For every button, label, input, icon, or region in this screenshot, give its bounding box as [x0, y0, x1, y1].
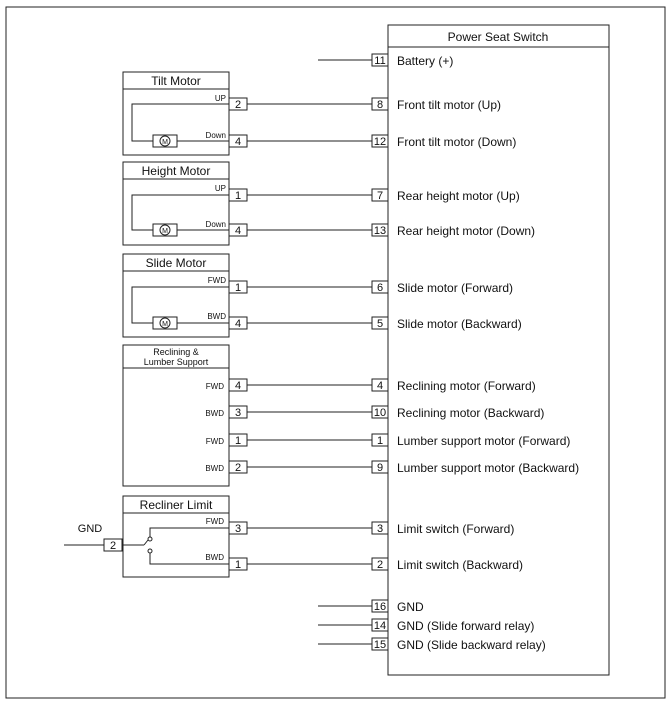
slide-pin-fwd: 1	[235, 282, 241, 294]
switch-pin-row: 3 Limit switch (Forward)	[371, 521, 514, 536]
tilt-pin-down: 4	[235, 136, 241, 148]
switch-pin-number: 12	[374, 136, 386, 148]
reclining-lumber-block: Reclining & Lumber Support FWD 4 BWD 3 F…	[122, 344, 248, 487]
switch-pin-label: Front tilt motor (Up)	[397, 98, 501, 112]
motor-icon: M	[152, 223, 178, 237]
tilt-pin-up: 2	[235, 99, 241, 111]
switch-pin-label: GND (Slide forward relay)	[397, 619, 534, 633]
switch-pin-label: Slide motor (Forward)	[397, 281, 513, 295]
recliner-limit-block: Recliner Limit FWD BWD 3 1 GND 2	[78, 495, 248, 578]
switch-pin-number: 13	[374, 225, 386, 237]
reclining-pin-number: 4	[235, 380, 241, 392]
height-up-label: UP	[215, 184, 226, 193]
switch-pin-label: Lumber support motor (Forward)	[397, 434, 570, 448]
slide-motor-block: Slide Motor FWD BWD M 1 4	[122, 253, 248, 338]
switch-pin-row: 10 Reclining motor (Backward)	[371, 405, 544, 420]
motor-symbol: M	[162, 321, 168, 328]
switch-pin-number: 8	[377, 99, 383, 111]
switch-pin-row: 2 Limit switch (Backward)	[371, 557, 523, 572]
height-motor-title: Height Motor	[142, 164, 211, 178]
reclining-pin-label: BWD	[205, 464, 224, 473]
switch-pin-row: 9 Lumber support motor (Backward)	[371, 460, 579, 475]
switch-pin-row: 6 Slide motor (Forward)	[371, 280, 513, 295]
height-motor-block: Height Motor UP Down M 1 4	[122, 161, 248, 246]
motor-icon: M	[152, 134, 178, 148]
switch-pin-number: 15	[374, 639, 386, 651]
switch-pin-label: Slide motor (Backward)	[397, 317, 522, 331]
reclining-title-line1: Reclining &	[153, 347, 199, 357]
switch-pin-label: Reclining motor (Backward)	[397, 406, 544, 420]
limit-bwd-label: BWD	[205, 553, 224, 562]
switch-pin-row: 14 GND (Slide forward relay)	[371, 618, 534, 633]
switch-pin-number: 10	[374, 407, 386, 419]
tilt-motor-block: Tilt Motor UP Down M 2 4	[122, 71, 248, 156]
limit-switch-icon	[122, 527, 229, 565]
switch-pin-number: 5	[377, 318, 383, 330]
switch-pin-row: 16 GND	[371, 599, 424, 614]
switch-pin-number: 7	[377, 190, 383, 202]
switch-pin-number: 1	[377, 435, 383, 447]
reclining-pin-number: 2	[235, 462, 241, 474]
switch-pin-row: 8 Front tilt motor (Up)	[371, 97, 501, 112]
switch-pin-label: Battery (+)	[397, 54, 453, 68]
switch-pin-row: 11 Battery (+)	[371, 53, 453, 68]
switch-pin-label: GND (Slide backward relay)	[397, 638, 546, 652]
tilt-motor-title: Tilt Motor	[151, 74, 201, 88]
switch-pin-label: Rear height motor (Down)	[397, 224, 535, 238]
switch-pin-label: Limit switch (Backward)	[397, 558, 523, 572]
reclining-pin-label: FWD	[206, 437, 224, 446]
tilt-up-label: UP	[215, 94, 226, 103]
recliner-limit-title: Recliner Limit	[140, 498, 213, 512]
switch-pin-row: 1 Lumber support motor (Forward)	[371, 433, 570, 448]
height-pin-up: 1	[235, 190, 241, 202]
switch-pin-label: Limit switch (Forward)	[397, 522, 514, 536]
slide-fwd-label: FWD	[208, 276, 226, 285]
switch-pin-row: 7 Rear height motor (Up)	[371, 188, 520, 203]
switch-pin-number: 6	[377, 282, 383, 294]
reclining-pin-label: BWD	[205, 409, 224, 418]
motor-symbol: M	[162, 139, 168, 146]
slide-bwd-label: BWD	[207, 312, 226, 321]
switch-pin-row: 4 Reclining motor (Forward)	[371, 378, 536, 393]
height-pin-down: 4	[235, 225, 241, 237]
switch-pin-label: Reclining motor (Forward)	[397, 379, 536, 393]
motor-icon: M	[152, 316, 178, 330]
outer-frame	[5, 6, 666, 699]
motor-symbol: M	[162, 228, 168, 235]
limit-pin-gnd: 2	[110, 540, 116, 552]
switch-pin-number: 11	[374, 55, 385, 67]
switch-pin-number: 3	[377, 523, 383, 535]
switch-pin-row: 12 Front tilt motor (Down)	[371, 134, 516, 149]
switch-pin-number: 4	[377, 380, 383, 392]
switch-pin-label: GND	[397, 600, 424, 614]
limit-pin-fwd: 3	[235, 523, 241, 535]
limit-gnd-label: GND	[78, 523, 103, 535]
switch-pin-number: 14	[374, 620, 386, 632]
switch-title: Power Seat Switch	[448, 30, 549, 44]
limit-fwd-label: FWD	[206, 517, 224, 526]
tilt-down-label: Down	[206, 131, 226, 140]
reclining-pin-label: FWD	[206, 382, 224, 391]
height-down-label: Down	[206, 220, 226, 229]
switch-pin-number: 16	[374, 601, 386, 613]
wires	[64, 59, 372, 645]
switch-pin-label: Rear height motor (Up)	[397, 189, 520, 203]
slide-pin-bwd: 4	[235, 318, 241, 330]
power-seat-switch: Power Seat Switch 11 Battery (+) 8 Front…	[371, 24, 610, 676]
reclining-title-line2: Lumber Support	[144, 357, 209, 367]
switch-box	[387, 24, 610, 676]
switch-pin-label: Lumber support motor (Backward)	[397, 461, 579, 475]
switch-pin-label: Front tilt motor (Down)	[397, 135, 516, 149]
reclining-pin-number: 1	[235, 435, 241, 447]
reclining-pin-number: 3	[235, 407, 241, 419]
switch-pin-row: 5 Slide motor (Backward)	[371, 316, 522, 331]
switch-pin-row: 13 Rear height motor (Down)	[371, 223, 535, 238]
switch-pin-row: 15 GND (Slide backward relay)	[371, 637, 546, 652]
switch-pin-number: 2	[377, 559, 383, 571]
switch-pin-number: 9	[377, 462, 383, 474]
slide-motor-title: Slide Motor	[146, 256, 207, 270]
limit-pin-bwd: 1	[235, 559, 241, 571]
